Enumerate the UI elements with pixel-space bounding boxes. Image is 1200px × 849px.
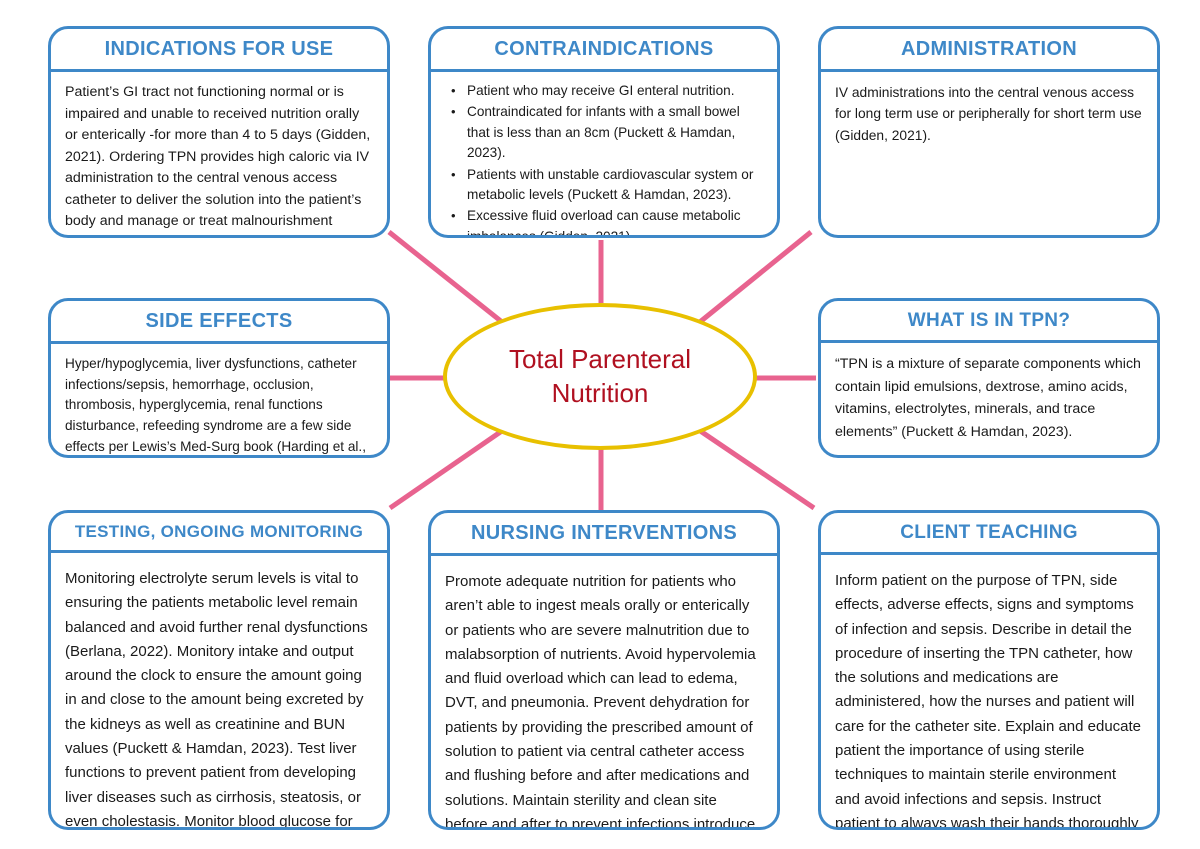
node-administration: ADMINISTRATION IV administrations into t… — [818, 26, 1160, 238]
contraindications-list: Patient who may receive GI enteral nutri… — [445, 81, 763, 235]
node-title: TESTING, ONGOING MONITORING — [51, 513, 387, 553]
node-body-text: Patient’s GI tract not functioning norma… — [65, 84, 371, 230]
list-item: Patients with unstable cardiovascular sy… — [451, 165, 763, 206]
connector-client-teaching — [688, 421, 816, 511]
node-nursing-interventions: NURSING INTERVENTIONS Promote adequate n… — [428, 510, 780, 830]
node-body: “TPN is a mixture of separate components… — [821, 343, 1157, 455]
node-title: NURSING INTERVENTIONS — [431, 513, 777, 556]
node-what-is-in-tpn: WHAT IS IN TPN? “TPN is a mixture of sep… — [818, 298, 1160, 458]
node-body-text: Inform patient on the purpose of TPN, si… — [835, 572, 1142, 830]
connector-administration — [688, 230, 813, 332]
connector-indications — [387, 230, 514, 332]
node-body: Inform patient on the purpose of TPN, si… — [821, 555, 1157, 830]
node-title: CLIENT TEACHING — [821, 513, 1157, 555]
node-side-effects: SIDE EFFECTS Hyper/hypoglycemia, liver d… — [48, 298, 390, 458]
node-body: Promote adequate nutrition for patients … — [431, 556, 777, 830]
central-concept-label: Total Parenteral Nutrition — [508, 344, 692, 408]
node-title: WHAT IS IN TPN? — [821, 301, 1157, 343]
node-body-text: IV administrations into the central veno… — [835, 85, 1142, 143]
connector-testing — [388, 421, 514, 511]
node-title: SIDE EFFECTS — [51, 301, 387, 344]
node-indications-for-use: INDICATIONS FOR USE Patient’s GI tract n… — [48, 26, 390, 238]
node-body: Hyper/hypoglycemia, liver dysfunctions, … — [51, 344, 387, 455]
node-body: IV administrations into the central veno… — [821, 72, 1157, 235]
node-body-text: Monitoring electrolyte serum levels is v… — [65, 570, 368, 830]
node-contraindications: CONTRAINDICATIONS Patient who may receiv… — [428, 26, 780, 238]
node-title: INDICATIONS FOR USE — [51, 29, 387, 72]
central-concept-ellipse: Total Parenteral Nutrition — [443, 303, 757, 450]
node-title: ADMINISTRATION — [821, 29, 1157, 72]
node-body: Patient’s GI tract not functioning norma… — [51, 72, 387, 235]
node-client-teaching: CLIENT TEACHING Inform patient on the pu… — [818, 510, 1160, 830]
node-body: Patient who may receive GI enteral nutri… — [431, 72, 777, 235]
node-body-text: “TPN is a mixture of separate components… — [835, 356, 1141, 441]
node-body: Monitoring electrolyte serum levels is v… — [51, 553, 387, 830]
node-testing-ongoing-monitoring: TESTING, ONGOING MONITORING Monitoring e… — [48, 510, 390, 830]
node-title: CONTRAINDICATIONS — [431, 29, 777, 72]
node-body-text: Hyper/hypoglycemia, liver dysfunctions, … — [65, 356, 366, 454]
list-item: Patient who may receive GI enteral nutri… — [451, 81, 763, 101]
list-item: Excessive fluid overload can cause metab… — [451, 206, 763, 235]
list-item: Contraindicated for infants with a small… — [451, 102, 763, 163]
node-body-text: Promote adequate nutrition for patients … — [445, 573, 756, 830]
